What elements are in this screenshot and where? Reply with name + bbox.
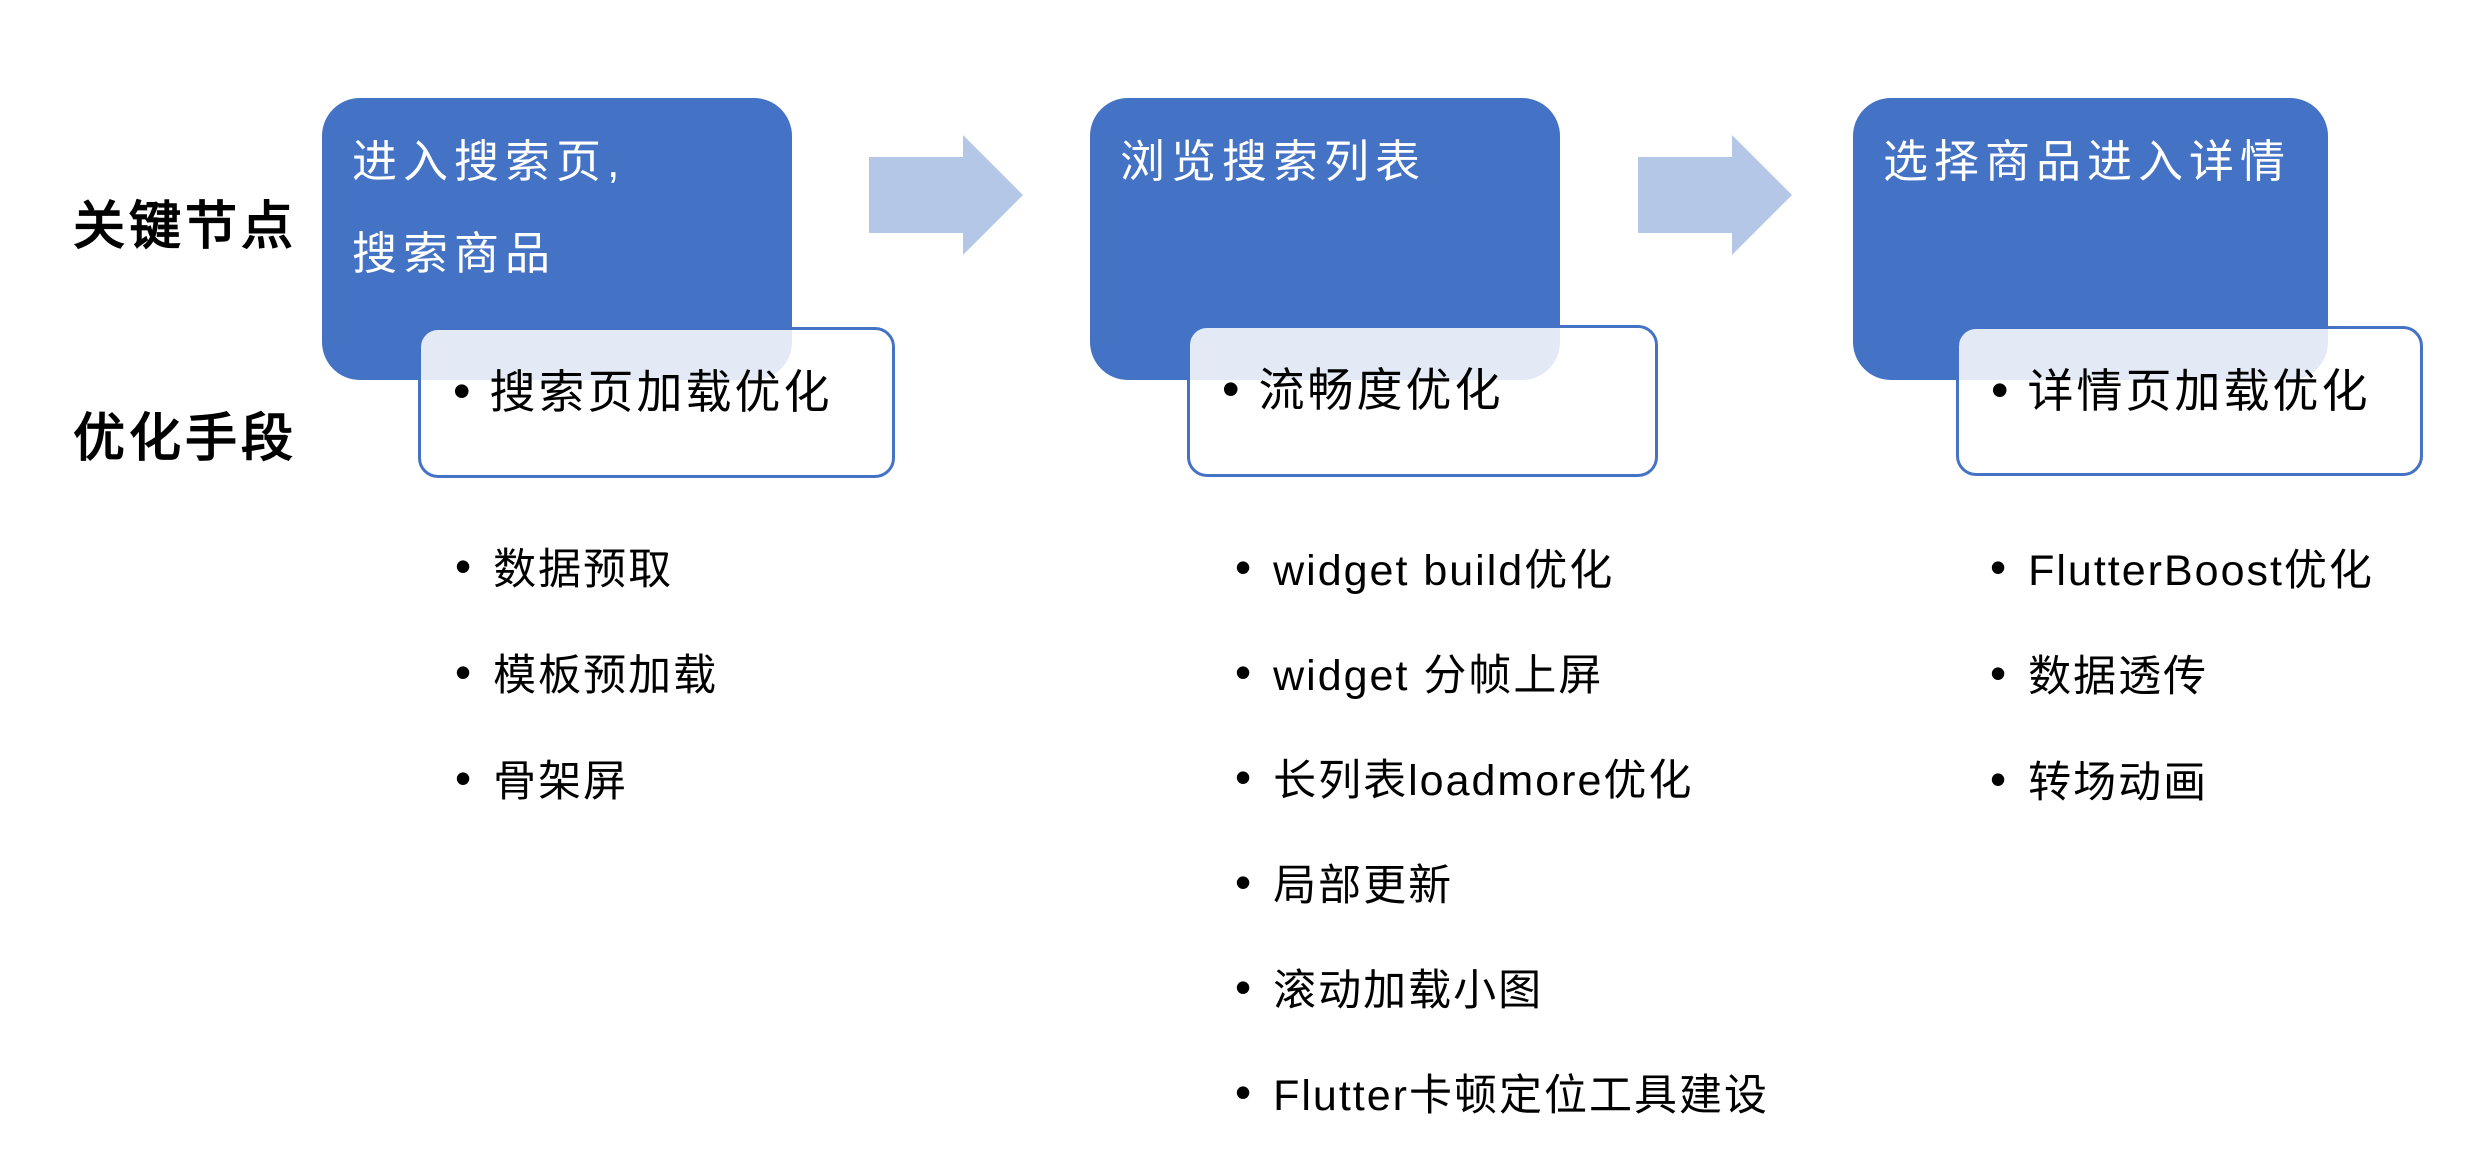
bullet-icon: • (1990, 647, 2009, 699)
list-item-label: 转场动画 (2028, 759, 2209, 807)
bullet-icon: • (1235, 540, 1254, 593)
bullet-icon: • (455, 752, 474, 804)
bullet-icon: • (1235, 645, 1254, 698)
node-title-line: 进入搜索页, (352, 136, 626, 187)
list-item: • 滚动加载小图 (1235, 934, 1769, 1039)
bullet-icon: • (1235, 960, 1254, 1013)
list-item: • 转场动画 (1990, 726, 2374, 832)
list-item-label: widget 分帧上屏 (1273, 651, 1604, 700)
list-item: • widget 分帧上屏 (1235, 619, 1769, 724)
optimization-box-label: 搜索页加载优化 (489, 366, 833, 418)
list-item-label: 长列表loadmore优化 (1273, 756, 1694, 805)
flow-arrow-icon (869, 135, 1023, 255)
bullet-icon: • (1991, 362, 2012, 418)
bullet-list-column-3: • FlutterBoost优化 • 数据透传 • 转场动画 (1990, 514, 2374, 832)
flow-arrow-icon (1638, 135, 1792, 255)
list-item-label: FlutterBoost优化 (2028, 547, 2374, 595)
row-label-key-nodes: 关键节点 (73, 198, 298, 256)
list-item: • 局部更新 (1235, 829, 1769, 934)
list-item-label: Flutter卡顿定位工具建设 (1273, 1071, 1769, 1120)
bullet-icon: • (1990, 753, 2009, 805)
bullet-icon: • (1235, 1065, 1254, 1118)
row-label-optimization: 优化手段 (73, 410, 298, 468)
list-item-label: 滚动加载小图 (1273, 966, 1544, 1015)
bullet-icon: • (1990, 541, 2009, 593)
list-item: • 数据预取 (455, 513, 718, 619)
bullet-icon: • (1222, 361, 1243, 417)
optimization-box-detail-page: • 详情页加载优化 (1956, 326, 2423, 476)
list-item: • FlutterBoost优化 (1990, 514, 2374, 620)
bullet-icon: • (1235, 855, 1254, 908)
bullet-list-column-2: • widget build优化 • widget 分帧上屏 • 长列表loadmor… (1235, 514, 1769, 1144)
optimization-box-search-page: • 搜索页加载优化 (418, 327, 895, 478)
list-item-label: 模板预加载 (493, 652, 719, 700)
bullet-icon: • (453, 363, 474, 419)
list-item-label: 骨架屏 (493, 758, 629, 806)
bullet-icon: • (455, 646, 474, 698)
node-title-line: 选择商品进入详情 (1883, 136, 2292, 187)
node-title-line: 搜索商品 (352, 228, 557, 279)
list-item-label: 局部更新 (1273, 861, 1454, 910)
list-item-label: 数据透传 (2028, 653, 2209, 701)
list-item: • 骨架屏 (455, 725, 718, 831)
optimization-box-smoothness: • 流畅度优化 (1187, 325, 1658, 477)
bullet-icon: • (1235, 750, 1254, 803)
list-item: • 数据透传 (1990, 620, 2374, 726)
list-item-label: widget build优化 (1273, 546, 1615, 595)
node-title-line: 浏览搜索列表 (1120, 136, 1427, 187)
list-item: • Flutter卡顿定位工具建设 (1235, 1039, 1769, 1144)
bullet-list-column-1: • 数据预取 • 模板预加载 • 骨架屏 (455, 513, 718, 831)
optimization-box-label: 详情页加载优化 (2027, 365, 2371, 417)
list-item: • 长列表loadmore优化 (1235, 724, 1769, 829)
list-item: • 模板预加载 (455, 619, 718, 725)
bullet-icon: • (455, 540, 474, 592)
optimization-box-label: 流畅度优化 (1258, 364, 1504, 416)
list-item: • widget build优化 (1235, 514, 1769, 619)
list-item-label: 数据预取 (493, 546, 674, 594)
